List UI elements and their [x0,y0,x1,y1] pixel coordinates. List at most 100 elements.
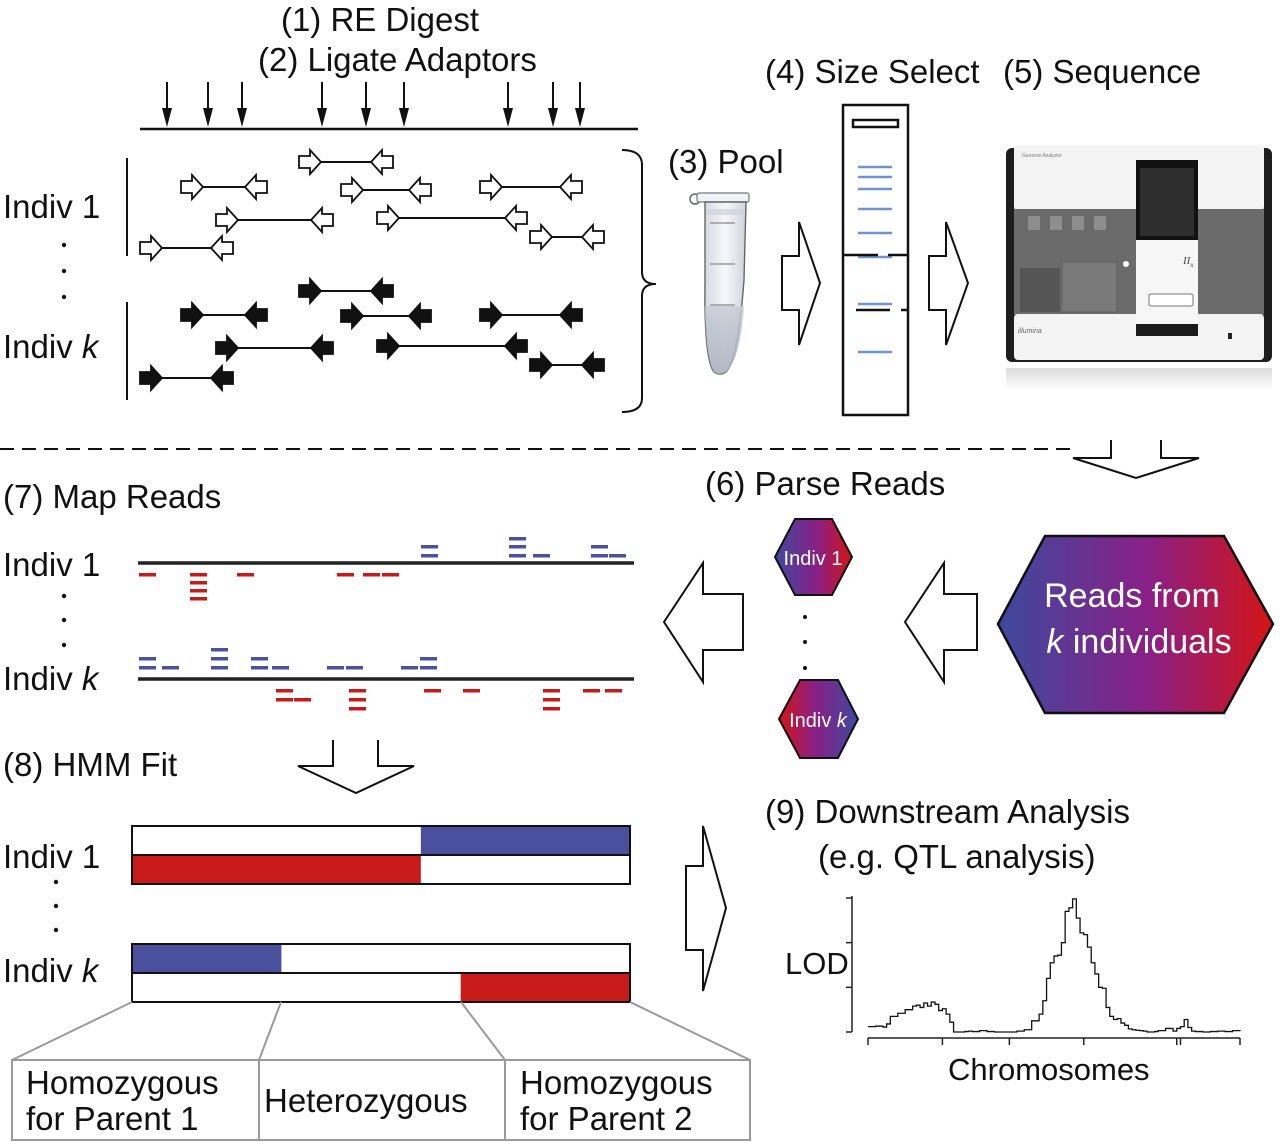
mapped-read [251,657,268,661]
adaptor-icon [309,333,334,363]
step-4-label: (4) Size Select [765,53,980,90]
mapped-read [421,545,438,549]
ellipsis-dot [61,642,67,648]
arrowhead [203,108,213,127]
ellipsis-dot [61,268,67,274]
adaptor-icon [209,363,234,393]
mapped-read [420,657,437,661]
mapped-read [190,589,207,593]
parent-1-segment [420,827,630,855]
arrowhead [162,108,172,127]
chart-ylabel: LOD [785,946,849,981]
adaptor-icon [215,333,240,363]
indiv-1-label: Indiv 1 [3,546,101,583]
ellipsis-dot [53,879,59,885]
adaptor-icon [340,175,365,205]
mapped-read [276,698,293,702]
sequencer-model-label: Genome Analyzer [1022,153,1062,159]
adaptor-icon [407,301,432,331]
mapped-read [237,573,254,577]
mapped-read [190,573,207,577]
adaptor-icon [479,300,504,330]
mapped-read [401,666,418,670]
mapped-read [211,657,228,661]
mapped-read [349,689,366,693]
genotype-legend-boxes [11,1059,751,1141]
indiv-k-label: Indiv k [3,952,99,989]
mapped-read [382,573,399,577]
arrow-down-icon [297,740,415,795]
indiv-1-hex-label: Indiv 1 [784,548,843,570]
arrow-down-icon [1072,440,1200,480]
mapped-read [190,581,207,585]
size-select-gel [841,103,910,417]
adaptor-icon [558,172,583,202]
mapped-read [543,707,560,711]
mapped-read [162,666,179,670]
adaptor-icon [369,276,394,306]
legend-heterozygous: Heterozygous [264,1082,468,1119]
adaptor-icon [209,233,234,263]
mapped-reads [139,537,626,711]
step-6-label: (6) Parse Reads [705,465,946,502]
step-7-label: (7) Map Reads [3,478,222,515]
reads-pool-line-1: Reads from [1044,577,1220,615]
adaptor-icon [309,205,334,235]
mapped-read [337,573,354,577]
adaptor-icon [580,350,605,380]
ellipsis-dot [61,593,67,599]
mapped-read [591,545,608,549]
mapped-read [509,554,526,558]
ellipsis-dot [53,903,59,909]
adaptor-icon [529,222,554,252]
mapped-read [420,666,437,670]
adaptor-icon [529,350,554,380]
mapped-read [349,698,366,702]
step-9-sublabel: (e.g. QTL analysis) [818,838,1096,875]
adaptor-icon [503,331,528,361]
arrow-left-icon [903,559,978,686]
mapped-read [424,689,441,693]
arrow-left-icon [662,559,744,686]
microcentrifuge-tube-icon [689,192,750,375]
indiv-1-label: Indiv 1 [3,188,101,225]
mapped-read [543,689,560,693]
ellipsis-dot [61,294,67,300]
adaptor-icon [369,147,394,177]
illumina-logo: illumina [1018,328,1042,335]
mapped-read [211,648,228,652]
indiv-k-label: Indiv k [3,660,99,697]
step-3-label: (3) Pool [668,143,784,180]
indiv-k-hexagon [777,679,860,759]
mapped-read [211,666,228,670]
adaptor-icon [215,205,240,235]
arrowhead [317,108,327,127]
mapped-read [139,666,156,670]
mapped-read [609,554,626,558]
ellipsis-dot [53,927,59,933]
adaptor-icon [407,175,432,205]
adaptor-icon [180,172,205,202]
arrow-right-icon [781,221,822,346]
mapped-read [327,666,344,670]
model-badge: IIx [1182,255,1194,269]
ellipsis-dot [61,617,67,623]
mapped-read [605,689,622,693]
adaptor-icon [580,222,605,252]
parent-2-segment [460,974,630,1001]
arrowhead [237,108,247,127]
mapped-read [190,597,207,601]
fragments-indiv-1 [139,147,605,263]
arrowhead [548,108,558,127]
adaptor-icon [243,300,268,330]
parent-1-segment [132,945,282,973]
step-5-label: (5) Sequence [1003,53,1202,90]
mapped-read [139,657,156,661]
parent-2-segment [132,856,421,883]
ellipsis-dots [803,615,807,670]
adaptor-icon [298,147,323,177]
fragments-indiv-k [139,276,605,393]
step-2-label: (2) Ligate Adaptors [258,41,537,78]
step-1-label: (1) RE Digest [280,1,480,38]
adaptor-icon [503,203,528,233]
